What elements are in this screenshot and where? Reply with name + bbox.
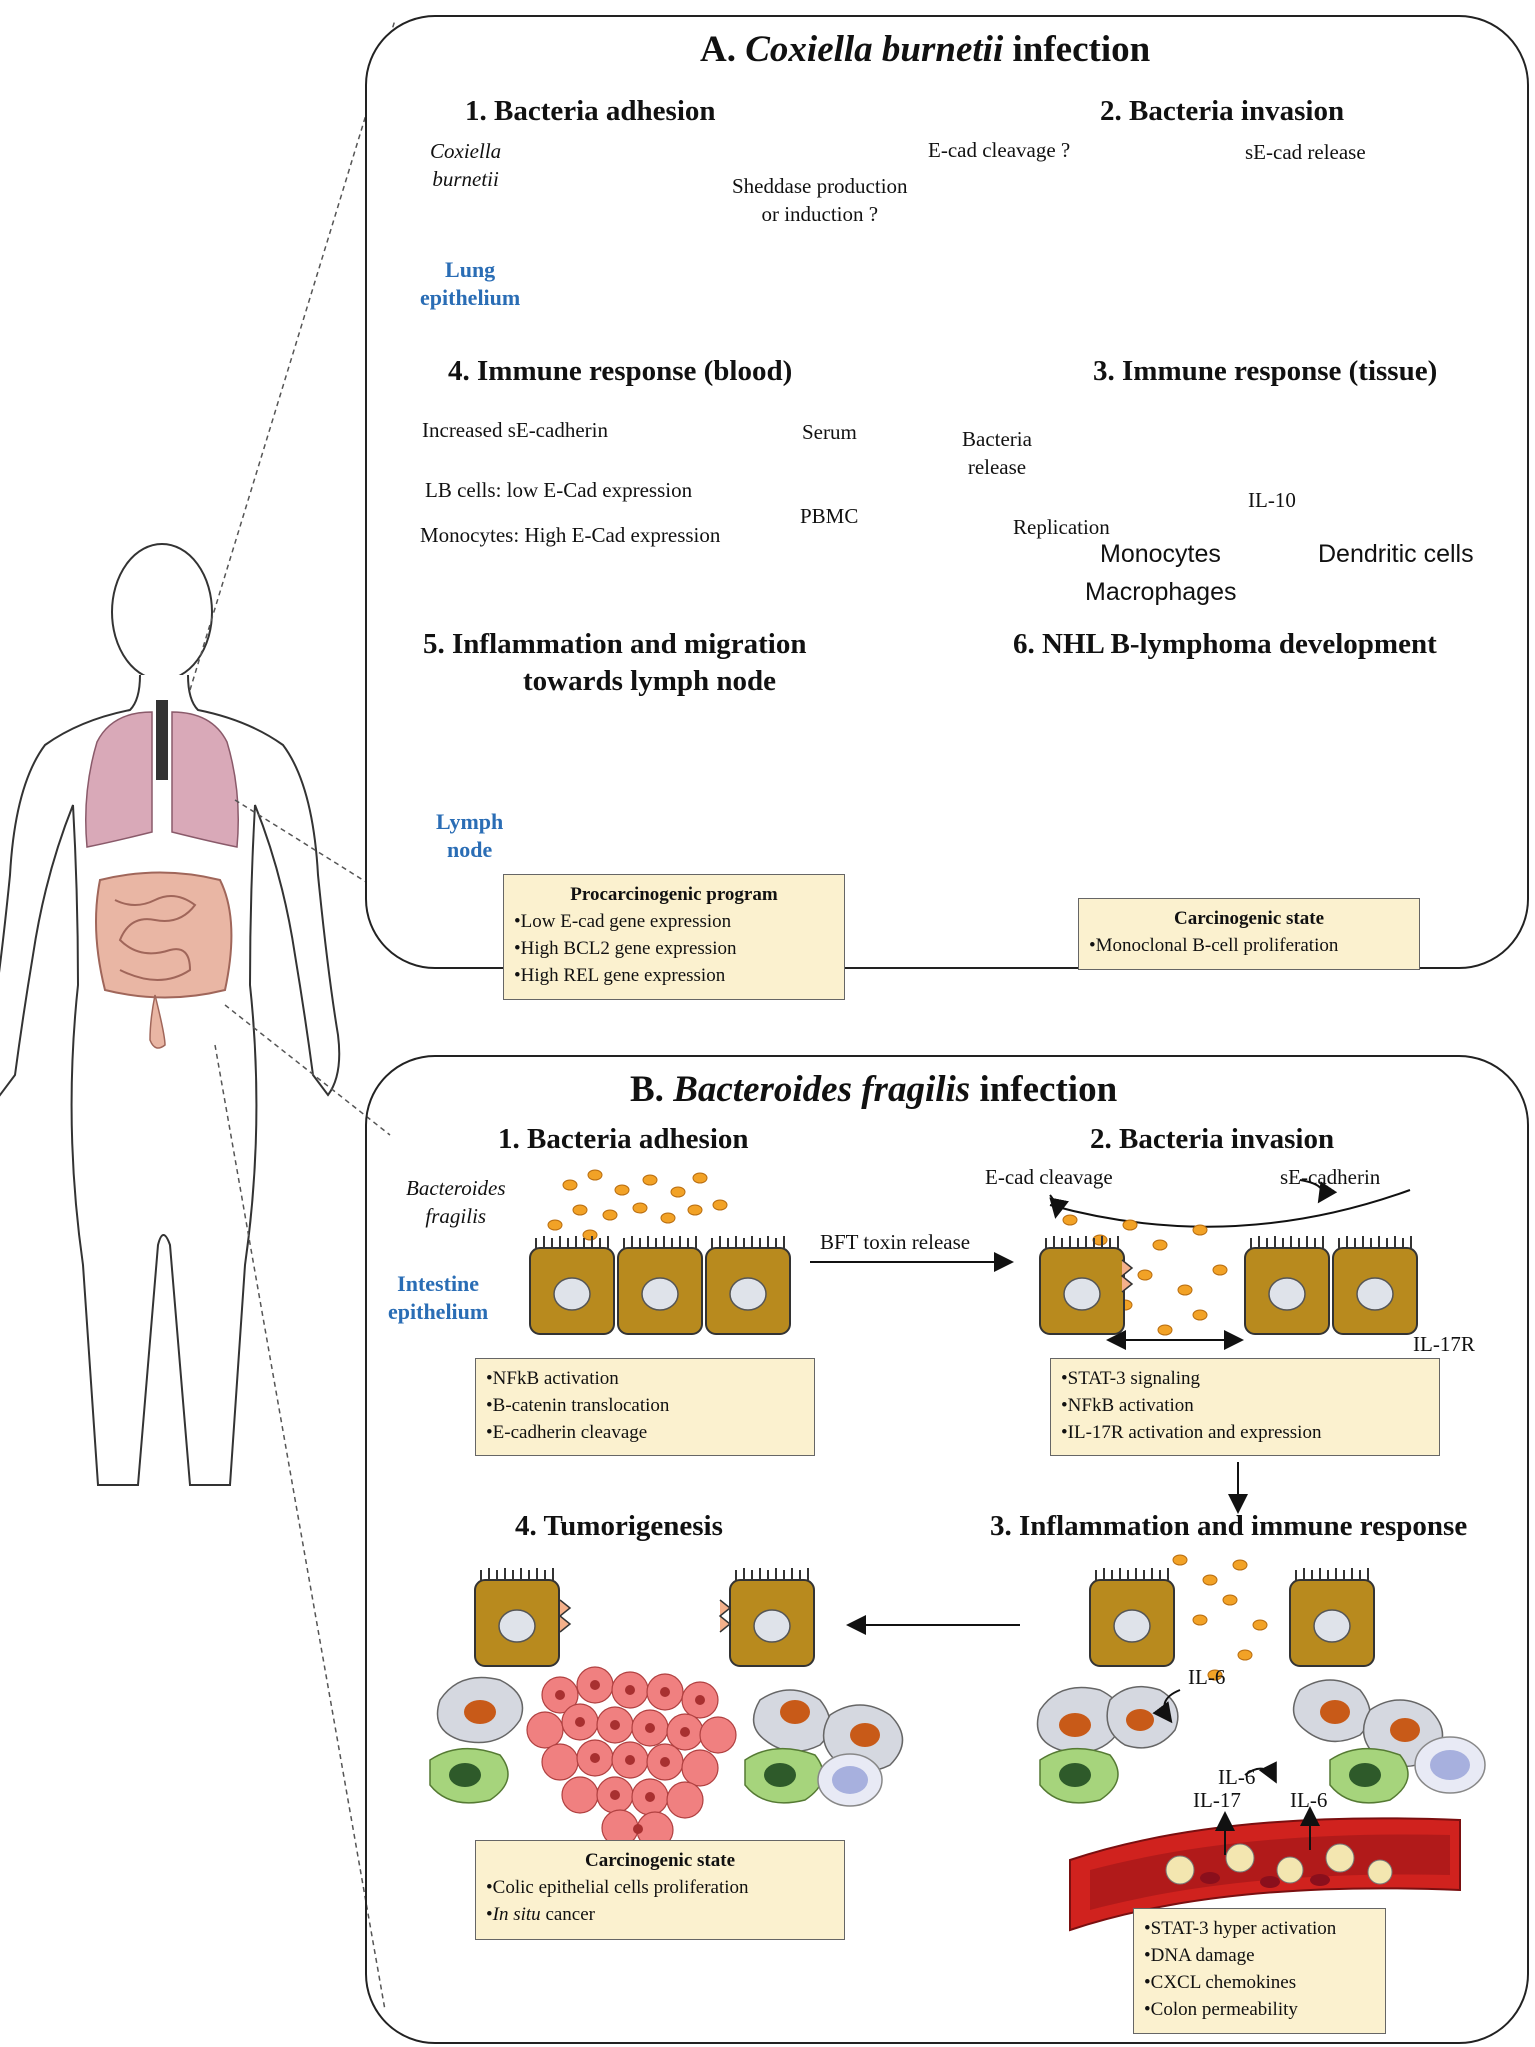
a-carcinogenic-box: Carcinogenic state •Monoclonal B-cell pr… bbox=[1078, 898, 1420, 970]
b-il17r: IL-17R bbox=[1413, 1332, 1475, 1356]
a-bacteria-name-line1: Coxiella bbox=[430, 139, 502, 163]
a-procarcinogenic-item: •High BCL2 gene expression bbox=[514, 938, 737, 959]
a-monocytes-expression: Monocytes: High E-Cad expression bbox=[420, 523, 721, 547]
b-il6-a: IL-6 bbox=[1188, 1665, 1226, 1689]
b-carcinogenic-item2: •In situ cancer bbox=[486, 1904, 595, 1925]
a-step1-title: 1. Bacteria adhesion bbox=[465, 95, 716, 127]
a-procarcinogenic-item: •High REL gene expression bbox=[514, 965, 726, 986]
a-tissue-label: Lung epithelium bbox=[420, 256, 520, 312]
a-lymph-line1: Lymph bbox=[436, 809, 504, 834]
b-immune-item: •STAT-3 hyper activation bbox=[1144, 1918, 1337, 1939]
b-carcinogenic-item2-italic: In situ bbox=[492, 1904, 541, 1925]
b-se-cadherin: sE-cadherin bbox=[1280, 1165, 1381, 1189]
a-procarcinogenic-title: Procarcinogenic program bbox=[570, 884, 778, 905]
intestine-icon bbox=[95, 871, 233, 1049]
a-step3-title: 3. Immune response (tissue) bbox=[1093, 355, 1438, 387]
b-immune-item: •DNA damage bbox=[1144, 1945, 1255, 1966]
b-adhesion-box: •NFkB activation •B-catenin translocatio… bbox=[475, 1358, 815, 1456]
a-step4-title: 4. Immune response (blood) bbox=[448, 355, 793, 387]
a-serum-label: Serum bbox=[802, 420, 857, 444]
b-carcinogenic-box: Carcinogenic state •Colic epithelial cel… bbox=[475, 1840, 845, 1940]
b-step1-title: 1. Bacteria adhesion bbox=[498, 1123, 749, 1155]
panel-a bbox=[365, 15, 1529, 969]
b-invasion-item: •NFkB activation bbox=[1061, 1395, 1194, 1416]
panel-b-title-letter: B. bbox=[630, 1069, 664, 1110]
a-dendritic-label: Dendritic cells bbox=[1318, 540, 1474, 568]
human-body-icon bbox=[0, 543, 341, 1486]
b-il6-b: IL-6 bbox=[1218, 1765, 1256, 1789]
b-carcinogenic-item2-rest: cancer bbox=[540, 1904, 595, 1925]
panel-b-title-species: Bacteroides fragilis bbox=[673, 1069, 971, 1110]
a-bacteria-name-line2: burnetii bbox=[432, 167, 499, 191]
b-invasion-item: •IL-17R activation and expression bbox=[1061, 1422, 1322, 1443]
b-bacteria-name-line1: Bacteroides bbox=[406, 1176, 506, 1200]
a-carcinogenic-item: •Monoclonal B-cell proliferation bbox=[1089, 935, 1339, 956]
a-sheddase-label: Sheddase production or induction ? bbox=[732, 172, 908, 228]
blood-vessel-icon bbox=[1069, 1806, 1461, 1932]
lung-icon bbox=[85, 700, 239, 848]
a-carcinogenic-title: Carcinogenic state bbox=[1173, 908, 1325, 929]
tumor-mass-icon bbox=[429, 1567, 904, 1849]
b-adhesion-item: •B-catenin translocation bbox=[486, 1395, 670, 1416]
b-carcinogenic-title: Carcinogenic state bbox=[584, 1850, 736, 1871]
a-macrophages-label: Macrophages bbox=[1085, 578, 1237, 606]
a-monocytes-label: Monocytes bbox=[1100, 540, 1221, 568]
b-bacteria-name-line2: fragilis bbox=[425, 1204, 487, 1228]
b-immune-item: •CXCL chemokines bbox=[1144, 1972, 1297, 1993]
a-tissue-label-line2: epithelium bbox=[420, 285, 521, 310]
b-tissue-label-line1: Intestine bbox=[397, 1271, 480, 1296]
b-bft-label: BFT toxin release bbox=[820, 1230, 971, 1254]
a-tissue-label-line1: Lung bbox=[445, 257, 496, 282]
a-lb-cells: LB cells: low E-Cad expression bbox=[425, 478, 693, 502]
b-immune-item: •Colon permeability bbox=[1144, 1999, 1298, 2020]
a-pbmc-label: PBMC bbox=[800, 504, 859, 528]
a-procarcinogenic-item: •Low E-cad gene expression bbox=[514, 911, 732, 932]
b-carcinogenic-item1: •Colic epithelial cells proliferation bbox=[486, 1877, 749, 1898]
b-adhesion-item: •E-cadherin cleavage bbox=[486, 1422, 648, 1443]
b-il6-c: IL-6 bbox=[1290, 1788, 1328, 1812]
a-step5-title-line1: 5. Inflammation and migration bbox=[423, 628, 807, 660]
a-sheddase-line2: or induction ? bbox=[761, 202, 879, 226]
a-procarcinogenic-box: Procarcinogenic program •Low E-cad gene … bbox=[503, 874, 845, 1000]
panel-a-title-letter: A. bbox=[700, 29, 736, 70]
b-tissue-label: Intestine epithelium bbox=[388, 1270, 488, 1326]
b-adhesion-item: •NFkB activation bbox=[486, 1368, 619, 1389]
a-bacteria-name: Coxiella burnetii bbox=[430, 137, 501, 193]
b-il17: IL-17 bbox=[1193, 1788, 1241, 1812]
b-bacteria-name: Bacteroides fragilis bbox=[406, 1174, 506, 1230]
a-ecad-cleavage: E-cad cleavage ? bbox=[928, 138, 1071, 162]
a-step5-title-line2: towards lymph node bbox=[523, 665, 776, 697]
panel-b bbox=[365, 1055, 1529, 2044]
panel-b-title-rest: infection bbox=[979, 1069, 1118, 1110]
panel-a-title: A. Coxiella burnetii infection bbox=[700, 28, 1150, 71]
inflamed-tissue-icon bbox=[1036, 1554, 1486, 1804]
a-il10: IL-10 bbox=[1248, 488, 1296, 512]
b-step3-title: 3. Inflammation and immune response bbox=[990, 1510, 1468, 1542]
a-bacteria-release-line1: Bacteria bbox=[962, 427, 1032, 451]
a-replication: Replication bbox=[1013, 515, 1110, 539]
panel-a-title-species: Coxiella burnetii bbox=[745, 29, 1004, 70]
a-lymph-line2: node bbox=[447, 837, 493, 862]
b-ecad-cleavage: E-cad cleavage bbox=[985, 1165, 1113, 1189]
a-lymph-node-label: Lymph node bbox=[436, 808, 503, 864]
b-step4-title: 4. Tumorigenesis bbox=[515, 1510, 723, 1542]
a-increased-se: Increased sE-cadherin bbox=[422, 418, 608, 442]
panel-a-title-rest: infection bbox=[1012, 29, 1151, 70]
panel-b-title: B. Bacteroides fragilis infection bbox=[630, 1068, 1117, 1111]
b-tissue-label-line2: epithelium bbox=[388, 1299, 489, 1324]
a-step6-title: 6. NHL B-lymphoma development bbox=[1013, 628, 1437, 660]
b-invasion-item: •STAT-3 signaling bbox=[1061, 1368, 1201, 1389]
b-step2-title: 2. Bacteria invasion bbox=[1090, 1123, 1335, 1155]
a-sheddase-line1: Sheddase production bbox=[732, 174, 908, 198]
a-step2-title: 2. Bacteria invasion bbox=[1100, 95, 1345, 127]
a-bacteria-release: Bacteria release bbox=[962, 425, 1032, 481]
b-invasion-box: •STAT-3 signaling •NFkB activation •IL-1… bbox=[1050, 1358, 1440, 1456]
a-bacteria-release-line2: release bbox=[967, 455, 1027, 479]
b-immune-box: •STAT-3 hyper activation •DNA damage •CX… bbox=[1133, 1908, 1386, 2034]
a-se-release: sE-cad release bbox=[1245, 140, 1366, 164]
